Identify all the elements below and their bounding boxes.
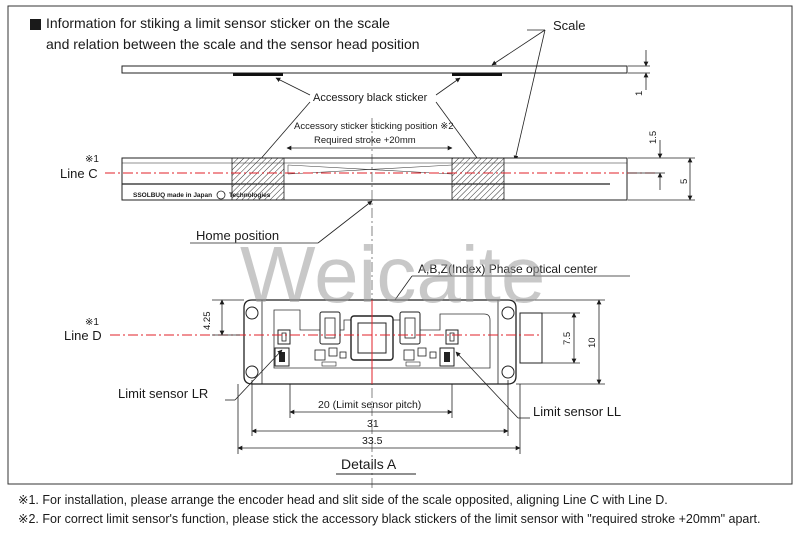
dim-10: 10 [587,337,598,348]
label-scale: Scale [553,18,586,33]
scale-brand-text: Technologies [229,192,271,199]
watermark: Weicaite [240,230,545,319]
mount-hole-bottom-right [501,365,515,379]
sticker-area-right [451,157,505,201]
title-line-1: Information for stiking a limit sensor s… [46,15,390,31]
title-bullet [30,19,41,30]
label-sticking-position: Accessory sticker sticking position ※2 [294,121,454,132]
title-line-2: and relation between the scale and the s… [46,36,420,52]
label-limit-sensor-lr: Limit sensor LR [118,386,208,401]
dim-33-5: 33.5 [362,435,383,447]
mount-hole-bottom-left [245,365,259,379]
cable-stub [519,312,543,364]
mount-hole-top-left [245,306,259,320]
dim-31: 31 [367,418,379,430]
dim-5: 5 [679,179,690,184]
line-c-mark: ※1 [85,154,99,165]
footnote-2: ※2. For correct limit sensor's function,… [18,512,761,526]
footnote-1: ※1. For installation, please arrange the… [18,493,668,507]
line-d-mark: ※1 [85,317,99,328]
dim-1-5: 1.5 [648,131,659,144]
sensor-head [243,299,543,385]
black-sticker-right-side [452,73,502,76]
black-sticker-left-side [233,73,283,76]
scale-top-view [121,157,628,201]
label-line-c: Line C [60,166,98,181]
dim-7-5: 7.5 [562,332,573,345]
label-limit-sensor-ll: Limit sensor LL [533,404,621,419]
dim-4-25: 4.25 [202,312,213,331]
label-line-d: Line D [64,328,102,343]
brand-logo-icon [216,190,226,200]
label-accessory-black-sticker: Accessory black sticker [313,92,428,104]
label-required-stroke: Required stroke +20mm [314,135,416,146]
label-home-position: Home position [196,228,279,243]
scale-side-view [121,65,628,74]
sticker-area-left [231,157,285,201]
scale-print-text: SSOLBUQ made in Japan [133,192,212,199]
mount-hole-top-right [501,306,515,320]
dim-20: 20 (Limit sensor pitch) [318,399,421,411]
outer-border [7,5,793,485]
label-optical-center: A,B,Z(Index) Phase optical center [418,262,597,276]
dim-1: 1 [634,91,645,96]
label-details: Details A [341,456,397,472]
